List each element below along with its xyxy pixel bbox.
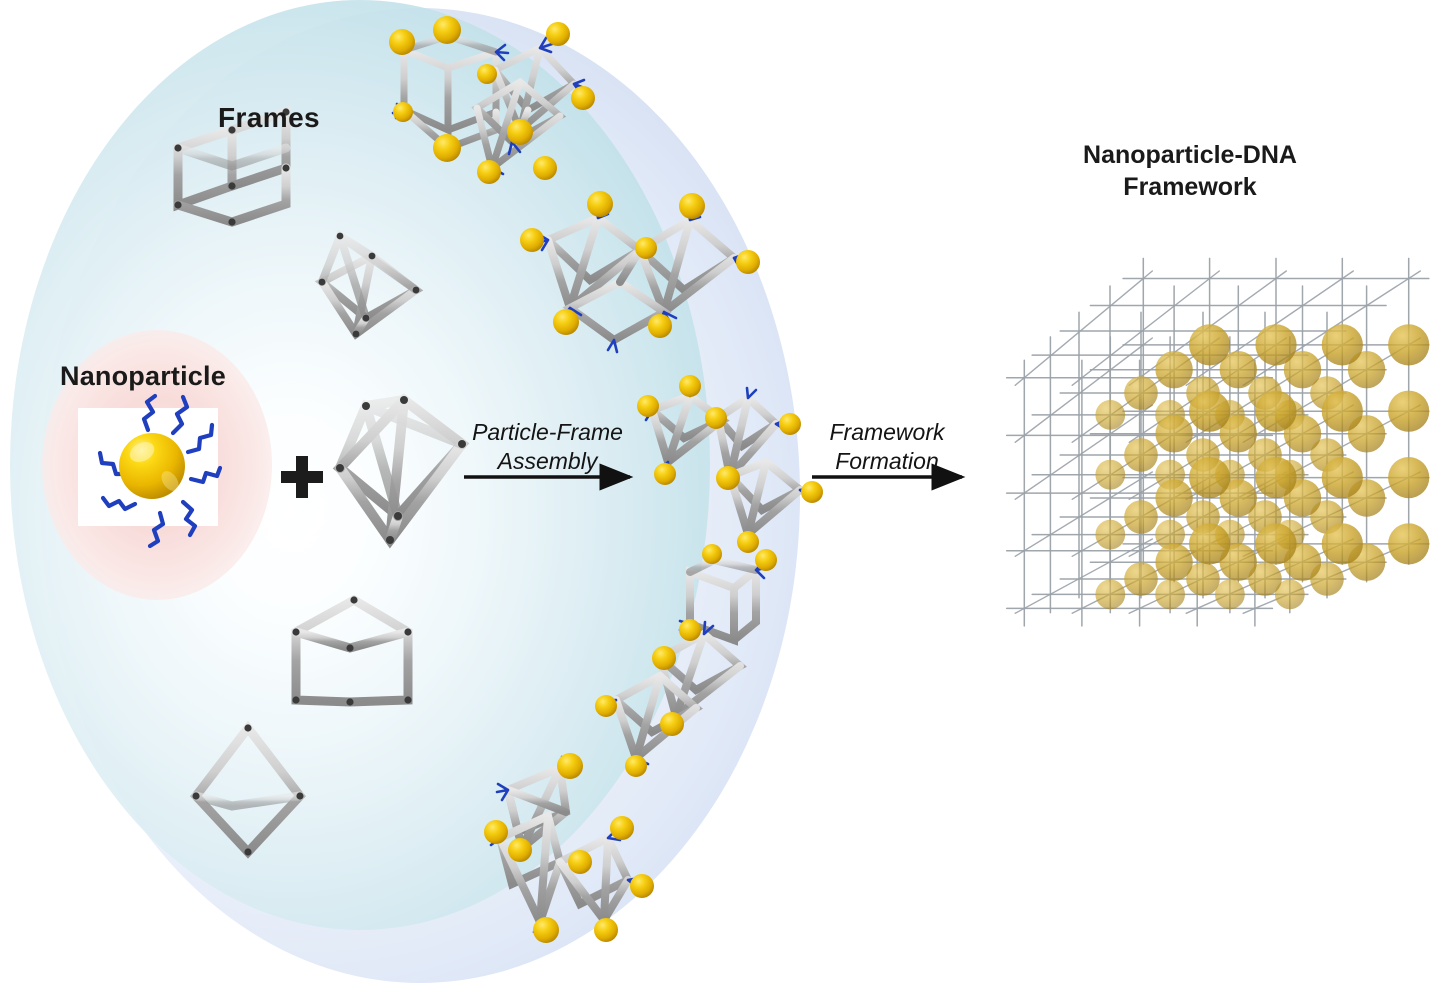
prism-frame	[291, 594, 413, 707]
lattice-nanoparticle	[1388, 390, 1430, 432]
prism-frame-joints	[292, 596, 412, 706]
cluster-top-particles	[389, 16, 595, 184]
lattice-nanoparticle	[1095, 519, 1126, 550]
dna-strands	[97, 393, 223, 549]
lattice-nanoparticle	[1347, 351, 1386, 389]
lattice-nanoparticle	[1219, 479, 1258, 517]
lattice-nanoparticle	[1255, 390, 1297, 432]
lattice-nanoparticle	[1189, 457, 1231, 499]
lattice-nanoparticle	[1219, 543, 1258, 581]
lattice-nanoparticle	[1255, 324, 1297, 366]
bipyramid-frame	[190, 720, 306, 859]
octahedron-frame-joints	[318, 232, 420, 338]
octahedron-frame-large-joints	[336, 396, 466, 544]
lattice-nanoparticle	[1155, 579, 1185, 610]
octahedron-frame-large	[332, 393, 470, 549]
cluster-bottom	[484, 753, 654, 943]
cube-frame-joints	[174, 108, 290, 226]
lattice-nanoparticle	[1155, 415, 1193, 453]
lattice-nanoparticle	[1155, 479, 1193, 517]
particle-frame-assembly-label: Particle-Frame Assembly	[472, 419, 623, 474]
lattice-nanoparticle	[1155, 519, 1185, 550]
cluster-center-particles	[637, 375, 823, 553]
lattice-nanoparticle	[1248, 562, 1282, 596]
lattice-nanoparticle	[1321, 324, 1363, 366]
cluster-center	[637, 375, 823, 553]
lattice-nanoparticle	[1189, 523, 1231, 565]
lattice-nanoparticle	[1283, 415, 1322, 453]
lattice-nanoparticle	[1095, 579, 1126, 610]
lattice-nanoparticle	[1388, 457, 1430, 499]
nanoparticle-dna-framework-lattice	[1005, 257, 1430, 627]
lattice-nanoparticle	[1283, 351, 1322, 389]
lattice-nanoparticle	[1095, 459, 1126, 490]
cluster-upper-middle-particles	[520, 191, 760, 338]
cluster-lower-middle	[595, 544, 777, 777]
lattice-nanoparticle	[1124, 500, 1158, 534]
lattice-nanoparticle	[1155, 351, 1193, 389]
lattice-nanoparticle	[1321, 390, 1363, 432]
plus-icon	[281, 456, 323, 498]
nanoparticle-label: Nanoparticle	[60, 361, 226, 391]
lattice-nanoparticle	[1124, 438, 1158, 472]
framework-title: Nanoparticle-DNA Framework	[1083, 141, 1297, 201]
lattice-nanoparticle	[1186, 562, 1220, 596]
cluster-top	[389, 16, 595, 184]
cluster-bottom-particles	[484, 753, 654, 943]
lattice-nanoparticle	[1095, 400, 1126, 430]
lattice-nanoparticle	[1124, 376, 1158, 410]
nanoparticle-highlight-2	[161, 471, 179, 491]
cluster-lower-middle-particles	[595, 544, 777, 777]
nanoparticle-highlight	[129, 441, 155, 463]
lattice-nanoparticle	[1155, 543, 1193, 581]
cluster-upper-middle	[520, 191, 760, 354]
lattice-nanoparticle	[1124, 562, 1158, 596]
lattice-nanoparticle	[1388, 324, 1430, 366]
lattice-nanoparticle	[1215, 579, 1245, 610]
lattice-nanoparticle	[1189, 324, 1231, 366]
dna-coated-nanoparticle	[97, 393, 223, 549]
lattice-nanoparticle	[1219, 351, 1258, 389]
lattice-nanoparticle	[1255, 523, 1297, 565]
lattice-nanoparticle	[1321, 457, 1363, 499]
bipyramid-frame-joints	[192, 724, 304, 856]
lattice-nanoparticle	[1189, 390, 1231, 432]
framework-formation-label: Framework Formation	[829, 419, 945, 474]
lattice-nanoparticle	[1255, 457, 1297, 499]
lattice-nanoparticle	[1219, 415, 1258, 453]
frames-label: Frames	[218, 102, 321, 133]
lattice-nanoparticle	[1388, 523, 1430, 565]
lattice-nanoparticle	[1274, 579, 1305, 610]
lattice-nanoparticle	[1321, 523, 1363, 565]
